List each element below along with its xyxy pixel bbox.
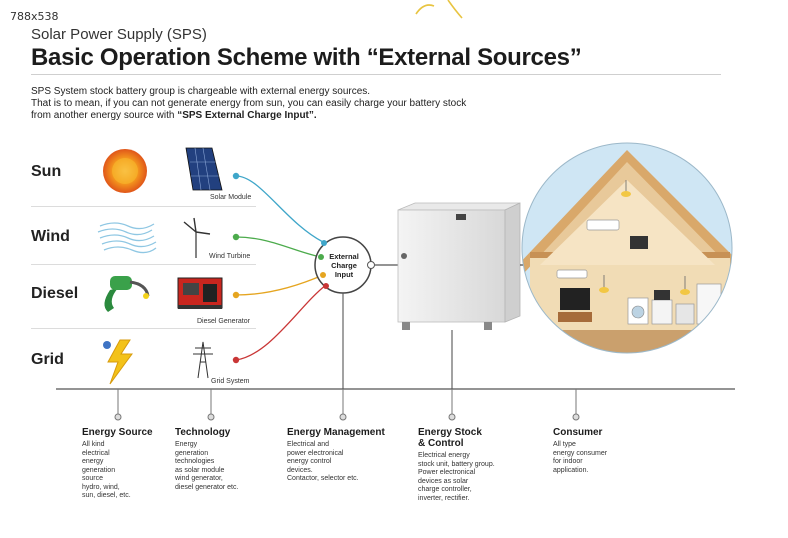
image-size-tag: 788x538 — [10, 10, 59, 23]
wind-turbine-icon — [183, 217, 211, 258]
solar-node — [232, 172, 240, 180]
desc-line: energy consumer — [553, 449, 608, 457]
timeline-node-energy-stock — [448, 413, 456, 421]
grid-node — [232, 356, 240, 364]
hub-output-port — [367, 261, 375, 269]
connector-grid — [235, 284, 327, 361]
category-description: All kind electrical energy generation so… — [82, 441, 172, 501]
timeline-node-energy-source — [114, 413, 122, 421]
desc-line: inverter, rectifier. — [418, 494, 470, 502]
desc-line: as solar module — [175, 466, 225, 474]
intro-line-3-emphasis: “SPS External Charge Input”. — [177, 110, 317, 121]
tech-caption-grid: Grid System — [211, 378, 250, 385]
battery-cabinet — [397, 202, 521, 330]
sketch-decoration — [415, 0, 463, 19]
desc-line: Contactor, selector etc. — [287, 475, 359, 482]
desc-line: Electrical energy — [418, 452, 470, 459]
wind-node — [232, 233, 240, 241]
hub-label: External Charge Input — [319, 252, 369, 279]
tech-caption-wind: Wind Turbine — [209, 253, 251, 260]
hub-port-diesel — [320, 272, 326, 278]
category-title: Energy Source — [82, 427, 153, 438]
desc-line: source — [82, 475, 104, 482]
desc-line: diesel generator etc. — [175, 483, 239, 491]
desc-line: sun, diesel, etc. — [82, 492, 131, 499]
desc-line: generation — [82, 466, 116, 474]
source-label-grid: Grid — [31, 351, 64, 368]
category-description: Energy generation technologies as solar … — [175, 441, 275, 492]
timeline-node-technology — [207, 413, 215, 421]
tech-caption-diesel: Diesel Generator — [197, 318, 250, 325]
desc-line: charge controller, — [418, 486, 472, 493]
category-energy-stock-control: Energy Stock & Control Electrical energy… — [418, 427, 538, 503]
category-consumer: Consumer All type energy consumer for in… — [553, 427, 653, 475]
diesel-node — [232, 291, 240, 299]
power-pylon-icon — [193, 341, 213, 379]
timeline-node-consumer — [572, 413, 580, 421]
connector-diesel — [235, 274, 324, 296]
hub-label-line-1: External — [329, 252, 359, 261]
desc-line: Energy — [175, 441, 198, 448]
desc-line: hydro, wind, — [82, 483, 120, 491]
intro-line-3: from another energy source with “SPS Ext… — [31, 110, 317, 122]
page-subtitle: Solar Power Supply (SPS) — [31, 26, 207, 43]
category-title-line-2: & Control — [418, 438, 464, 449]
connector-solar — [235, 175, 324, 243]
desc-line: Power electronical — [418, 469, 476, 476]
category-energy-management: Energy Management Electrical and power e… — [287, 427, 407, 484]
fuel-nozzle-icon — [104, 276, 150, 312]
hub-port-wind — [318, 254, 324, 260]
desc-line: All kind — [82, 441, 105, 448]
category-energy-source: Energy Source All kind electrical energy… — [82, 427, 172, 501]
diesel-generator-icon — [177, 277, 223, 309]
row-divider — [31, 264, 256, 265]
desc-line: wind generator, — [175, 475, 223, 482]
category-title: Technology — [175, 427, 231, 438]
timeline-node-energy-management — [339, 413, 347, 421]
row-divider — [31, 328, 256, 329]
sun-icon — [103, 149, 147, 193]
category-title: Consumer — [553, 427, 603, 438]
source-label-sun: Sun — [31, 163, 62, 180]
wind-icon — [97, 222, 157, 254]
category-description: Electrical and power electronical energy… — [287, 441, 407, 484]
desc-line: electrical — [82, 449, 110, 457]
desc-line: devices as solar — [418, 477, 469, 485]
connector-wind — [235, 236, 322, 258]
hub-port-grid — [323, 283, 329, 289]
category-description: Electrical energy stock unit, battery gr… — [418, 452, 538, 503]
intro-line-3-text: from another energy source with — [31, 110, 178, 121]
source-label-diesel: Diesel — [31, 285, 79, 302]
desc-line: All type — [553, 441, 576, 448]
lightning-icon — [103, 339, 133, 385]
desc-line: devices. — [287, 466, 313, 474]
intro-line-2: That is to mean, if you can not generate… — [31, 98, 467, 109]
desc-line: Electrical and — [287, 441, 330, 448]
page-title: Basic Operation Scheme with “External So… — [31, 44, 582, 71]
desc-line: energy — [82, 458, 104, 465]
tech-caption-solar: Solar Module — [210, 194, 252, 201]
desc-line: application. — [553, 466, 589, 474]
source-label-wind: Wind — [31, 228, 70, 245]
house-illustration — [521, 142, 733, 354]
solar-panel-icon — [185, 147, 223, 191]
hub-port-solar — [321, 240, 327, 246]
desc-line: generation — [175, 449, 209, 457]
desc-line: power electronical — [287, 449, 344, 457]
desc-line: technologies — [175, 458, 215, 465]
hub-label-line-2: Charge — [331, 261, 357, 270]
category-title: Energy Management — [287, 427, 385, 438]
desc-line: energy control — [287, 458, 332, 465]
category-title-line-1: Energy Stock — [418, 427, 482, 438]
category-technology: Technology Energy generation technologie… — [175, 427, 275, 492]
row-divider — [31, 206, 256, 207]
desc-line: stock unit, battery group. — [418, 460, 495, 468]
category-description: All type energy consumer for indoor appl… — [553, 441, 653, 475]
hub-label-line-3: Input — [334, 270, 354, 279]
desc-line: for indoor — [553, 458, 583, 465]
title-divider — [31, 74, 721, 75]
intro-line-1: SPS System stock battery group is charge… — [31, 86, 371, 97]
